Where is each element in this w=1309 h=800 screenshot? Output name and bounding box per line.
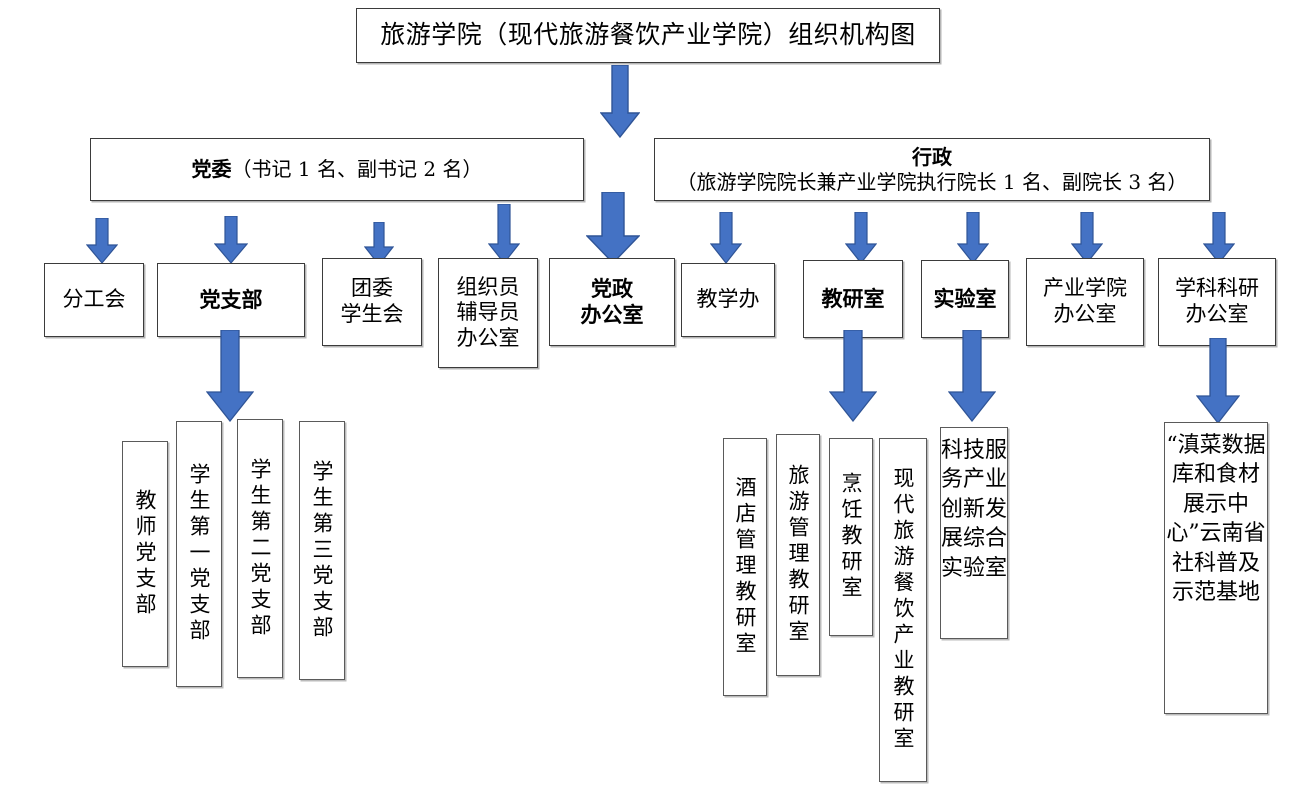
party-committee-lead: 党委 — [191, 157, 232, 182]
administration-lead: 行政 — [912, 145, 952, 170]
header-box-party-committee: 党委（书记 1 名、副书记 2 名） — [90, 138, 584, 201]
unit-box-teaching-office[interactable]: 教学办 — [681, 263, 775, 337]
unit-box-youth-league[interactable]: 团委 学生会 — [322, 258, 422, 346]
unit-label-fengonghui: 分工会 — [62, 287, 126, 312]
branch-box-student-3[interactable]: 学生第三党支部 — [299, 421, 345, 680]
arrow-to-laboratory — [957, 212, 989, 264]
research-room-label-culinary: 烹饪教研室 — [839, 472, 864, 602]
branch-label-teacher: 教师党支部 — [133, 489, 158, 619]
research-room-box-modern-tourism-catering[interactable]: 现代旅游餐饮产业教研室 — [879, 438, 927, 782]
arrow-teaching-research-to-rooms — [829, 330, 877, 422]
branch-box-student-1[interactable]: 学生第一党支部 — [176, 421, 222, 687]
administration-detail: （旅游学院院长兼产业学院执行院长 1 名、副院长 3 名） — [676, 169, 1188, 194]
arrow-to-teaching-office — [710, 212, 742, 264]
unit-box-teaching-research[interactable]: 教研室 — [803, 260, 903, 338]
dian-cuisine-base-box[interactable]: “滇菜数据库和食材展示中心”云南省社科普及示范基地 — [1164, 422, 1268, 714]
party-committee-detail: （书记 1 名、副书记 2 名） — [231, 157, 483, 182]
unit-box-counselor-office[interactable]: 组织员 辅导员 办公室 — [438, 258, 538, 368]
unit-label-counselor-1: 组织员 — [456, 274, 520, 299]
arrow-party-branch-to-branches — [206, 330, 254, 422]
unit-label-youth-league-1: 团委 — [351, 276, 393, 301]
header-box-administration: 行政（旅游学院院长兼产业学院执行院长 1 名、副院长 3 名） — [654, 138, 1210, 201]
unit-label-counselor-3: 办公室 — [456, 325, 520, 350]
unit-box-laboratory[interactable]: 实验室 — [921, 260, 1009, 338]
arrow-to-counselor-office — [488, 204, 520, 264]
arrow-to-party-branch — [214, 216, 248, 264]
research-room-label-hotel: 酒店管理教研室 — [733, 476, 758, 658]
arrow-discipline-to-base — [1196, 338, 1240, 424]
research-room-label-modern: 现代旅游餐饮产业教研室 — [891, 467, 916, 753]
unit-label-discipline-1: 学科科研 — [1175, 276, 1259, 301]
branch-label-student-2: 学生第二党支部 — [248, 457, 273, 640]
unit-box-party-admin-office[interactable]: 党政 办公室 — [549, 258, 675, 346]
unit-label-party-admin-2: 办公室 — [580, 302, 644, 327]
unit-label-teaching-research: 教研室 — [821, 286, 885, 312]
arrow-to-industry-college-office — [1071, 212, 1103, 264]
page-title: 旅游学院（现代旅游餐饮产业学院）组织机构图 — [380, 20, 916, 50]
unit-label-industry-2: 办公室 — [1053, 302, 1117, 326]
chart-title-box: 旅游学院（现代旅游餐饮产业学院）组织机构图 — [356, 8, 940, 63]
unit-label-industry-1: 产业学院 — [1043, 276, 1127, 301]
unit-label-discipline-2: 办公室 — [1185, 302, 1249, 326]
research-room-box-hotel[interactable]: 酒店管理教研室 — [723, 438, 767, 696]
innovation-lab-label: 科技服务产业创新发展综合实验室 — [941, 438, 1008, 581]
research-room-box-culinary[interactable]: 烹饪教研室 — [829, 438, 873, 636]
arrow-to-youth-league — [364, 222, 394, 266]
research-room-box-tourism[interactable]: 旅游管理教研室 — [776, 434, 820, 676]
branch-box-student-2[interactable]: 学生第二党支部 — [237, 419, 283, 678]
arrow-to-discipline-research-office — [1203, 212, 1235, 264]
branch-label-student-1: 学生第一党支部 — [187, 463, 212, 645]
arrow-laboratory-to-innovation-lab — [948, 330, 996, 422]
branch-box-teacher[interactable]: 教师党支部 — [122, 441, 168, 667]
arrow-to-party-admin-office — [586, 192, 640, 264]
unit-label-youth-league-2: 学生会 — [340, 302, 404, 326]
arrow-to-fengonghui — [86, 218, 118, 264]
unit-box-fengonghui[interactable]: 分工会 — [44, 263, 144, 337]
unit-label-party-branch: 党支部 — [199, 287, 263, 313]
innovation-lab-box[interactable]: 科技服务产业创新发展综合实验室 — [940, 427, 1008, 639]
unit-box-discipline-research-office[interactable]: 学科科研 办公室 — [1158, 258, 1276, 346]
dian-cuisine-base-label: “滇菜数据库和食材展示中心”云南省社科普及示范基地 — [1166, 433, 1266, 606]
arrow-to-teaching-research — [845, 212, 877, 264]
branch-label-student-3: 学生第三党支部 — [310, 459, 335, 642]
unit-label-counselor-2: 辅导员 — [456, 300, 520, 325]
unit-box-industry-college-office[interactable]: 产业学院 办公室 — [1026, 258, 1144, 346]
unit-label-teaching-office: 教学办 — [696, 287, 760, 312]
unit-box-party-branch[interactable]: 党支部 — [157, 263, 305, 337]
unit-label-party-admin-1: 党政 — [591, 276, 633, 302]
research-room-label-tourism: 旅游管理教研室 — [786, 464, 811, 646]
arrow-title-to-party-admin — [600, 65, 640, 138]
unit-label-laboratory: 实验室 — [933, 286, 997, 312]
